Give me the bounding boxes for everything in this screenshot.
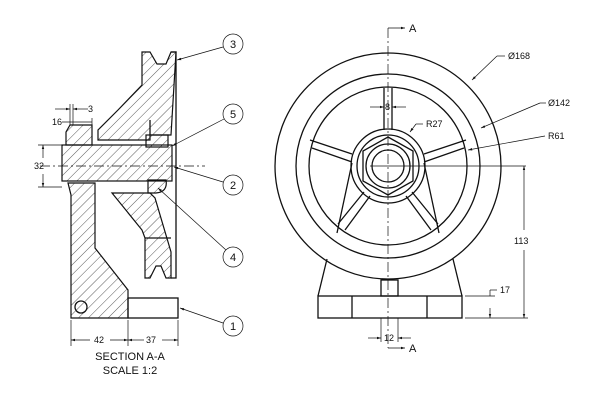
dim-42: 42 bbox=[94, 335, 104, 345]
pulley-rim bbox=[145, 51, 177, 279]
dim-dia168: Ø168 bbox=[508, 51, 530, 61]
svg-text:4: 4 bbox=[230, 252, 236, 264]
spokes bbox=[309, 88, 467, 234]
pulley-section-top bbox=[97, 51, 177, 141]
rib bbox=[380, 279, 399, 297]
balloon-1: 1 bbox=[179, 307, 244, 337]
balloon-3: 3 bbox=[176, 33, 244, 61]
dim-37: 37 bbox=[146, 335, 156, 345]
dim-17: 17 bbox=[500, 285, 510, 295]
section-title: SECTION A-A bbox=[95, 351, 165, 363]
balloon-4: 4 bbox=[157, 187, 244, 268]
svg-text:5: 5 bbox=[230, 109, 236, 121]
svg-text:3: 3 bbox=[230, 39, 236, 51]
section-scale: SCALE 1:2 bbox=[103, 365, 157, 377]
balloon-5: 5 bbox=[171, 103, 244, 147]
dim-12: 12 bbox=[384, 333, 394, 343]
dim-8: 8 bbox=[385, 102, 390, 112]
dim-113: 113 bbox=[514, 236, 528, 246]
dim-32: 32 bbox=[34, 161, 44, 171]
front-view: A A 8 12 113 17 Ø168 Ø142 R61 R27 bbox=[274, 23, 570, 355]
dim-16: 16 bbox=[52, 117, 62, 127]
section-mark-bottom: A bbox=[409, 343, 417, 355]
dim-r27: R27 bbox=[426, 119, 443, 129]
svg-text:1: 1 bbox=[230, 321, 236, 333]
support-body bbox=[317, 258, 463, 297]
base bbox=[317, 295, 463, 319]
bracket-hole bbox=[74, 300, 88, 314]
dim-dia142: Ø142 bbox=[548, 98, 570, 108]
bracket-foot bbox=[127, 297, 179, 319]
nut-bottom bbox=[147, 179, 167, 194]
shaft-section bbox=[61, 144, 173, 182]
section-view: 3 16 32 42 37 SECTION A-A SCALE 1:2 3 5 … bbox=[34, 33, 244, 377]
dim-3: 3 bbox=[88, 104, 93, 114]
dim-r61: R61 bbox=[548, 131, 565, 141]
bracket-section bbox=[67, 182, 129, 319]
section-mark-top: A bbox=[409, 23, 417, 35]
svg-text:2: 2 bbox=[230, 180, 236, 192]
pulley-section-bottom bbox=[110, 192, 172, 279]
collar-top bbox=[65, 124, 93, 146]
balloon-2: 2 bbox=[173, 166, 244, 196]
